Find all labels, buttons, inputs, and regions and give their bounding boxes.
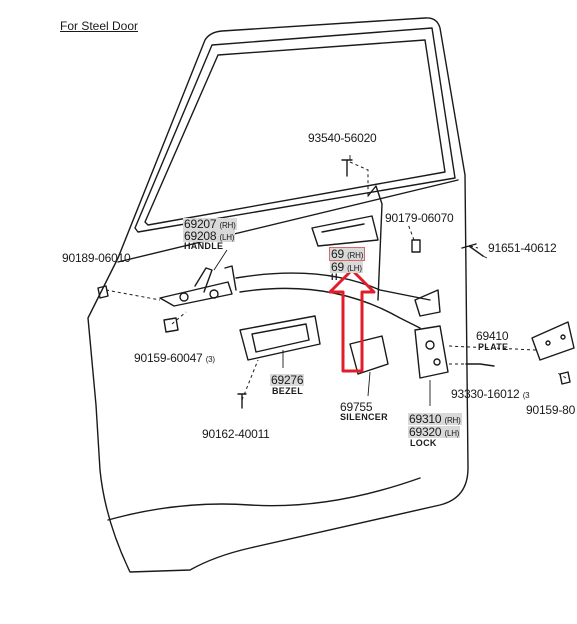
diagram-title: For Steel Door	[60, 19, 139, 33]
window-inner-frame	[144, 39, 446, 226]
silencer-pad	[349, 335, 389, 375]
inside-handle	[311, 215, 379, 247]
screw-90159-60047	[163, 317, 179, 333]
part-69755: 69755	[340, 400, 373, 414]
part-69410: 69410	[476, 329, 509, 343]
plate-name: PLATE	[478, 342, 509, 352]
part-90179-06070: 90179-06070	[385, 211, 454, 225]
part-91651-40612: 91651-40612	[488, 241, 557, 255]
lock-name: LOCK	[410, 438, 437, 448]
bezel	[239, 315, 321, 361]
silencer-name: SILENCER	[340, 412, 388, 422]
part-69276: 69276	[270, 373, 305, 387]
door-inner-edge	[117, 179, 459, 263]
part-69310: 69310 (RH)	[408, 412, 462, 426]
part-93540-56020: 93540-56020	[308, 131, 377, 145]
upper-rod	[367, 185, 383, 301]
lock-rod-lower	[239, 287, 421, 329]
screw-90162	[237, 393, 247, 409]
screw-90159-80	[559, 371, 571, 385]
part-69320: 69320 (LH)	[408, 425, 461, 439]
part-90159-60047: 90159-60047 (3)	[134, 351, 215, 365]
bezel-name: BEZEL	[272, 386, 304, 396]
part-inner-handle-lh: 69 (LH)	[330, 260, 363, 274]
part-69207: 69207 (RH)	[183, 217, 237, 231]
part-69208: 69208 (LH)	[183, 229, 236, 243]
lock-rod-upper	[235, 272, 431, 301]
screw-93330	[465, 363, 495, 367]
door-bottom-edge	[107, 477, 421, 521]
part-93330-16012: 93330-16012 (3	[451, 387, 530, 401]
handle-name: HANDLE	[184, 241, 224, 251]
screw-91651	[461, 243, 484, 257]
part-90189-06010: 90189-06010	[62, 251, 131, 265]
inner-handle-name: H	[331, 272, 338, 282]
part-90159-80: 90159-80	[526, 403, 576, 417]
part-inner-handle-rh: 69 (RH)	[328, 247, 366, 261]
window-outer-frame	[134, 27, 456, 233]
clip-90189	[97, 285, 109, 299]
striker-plate	[531, 321, 575, 361]
door-lock	[414, 325, 449, 379]
part-90162-40011: 90162-40011	[202, 427, 270, 441]
red-pointer-arrow	[328, 268, 376, 373]
screw-90179	[411, 239, 421, 253]
door-outer-outline	[87, 17, 469, 573]
